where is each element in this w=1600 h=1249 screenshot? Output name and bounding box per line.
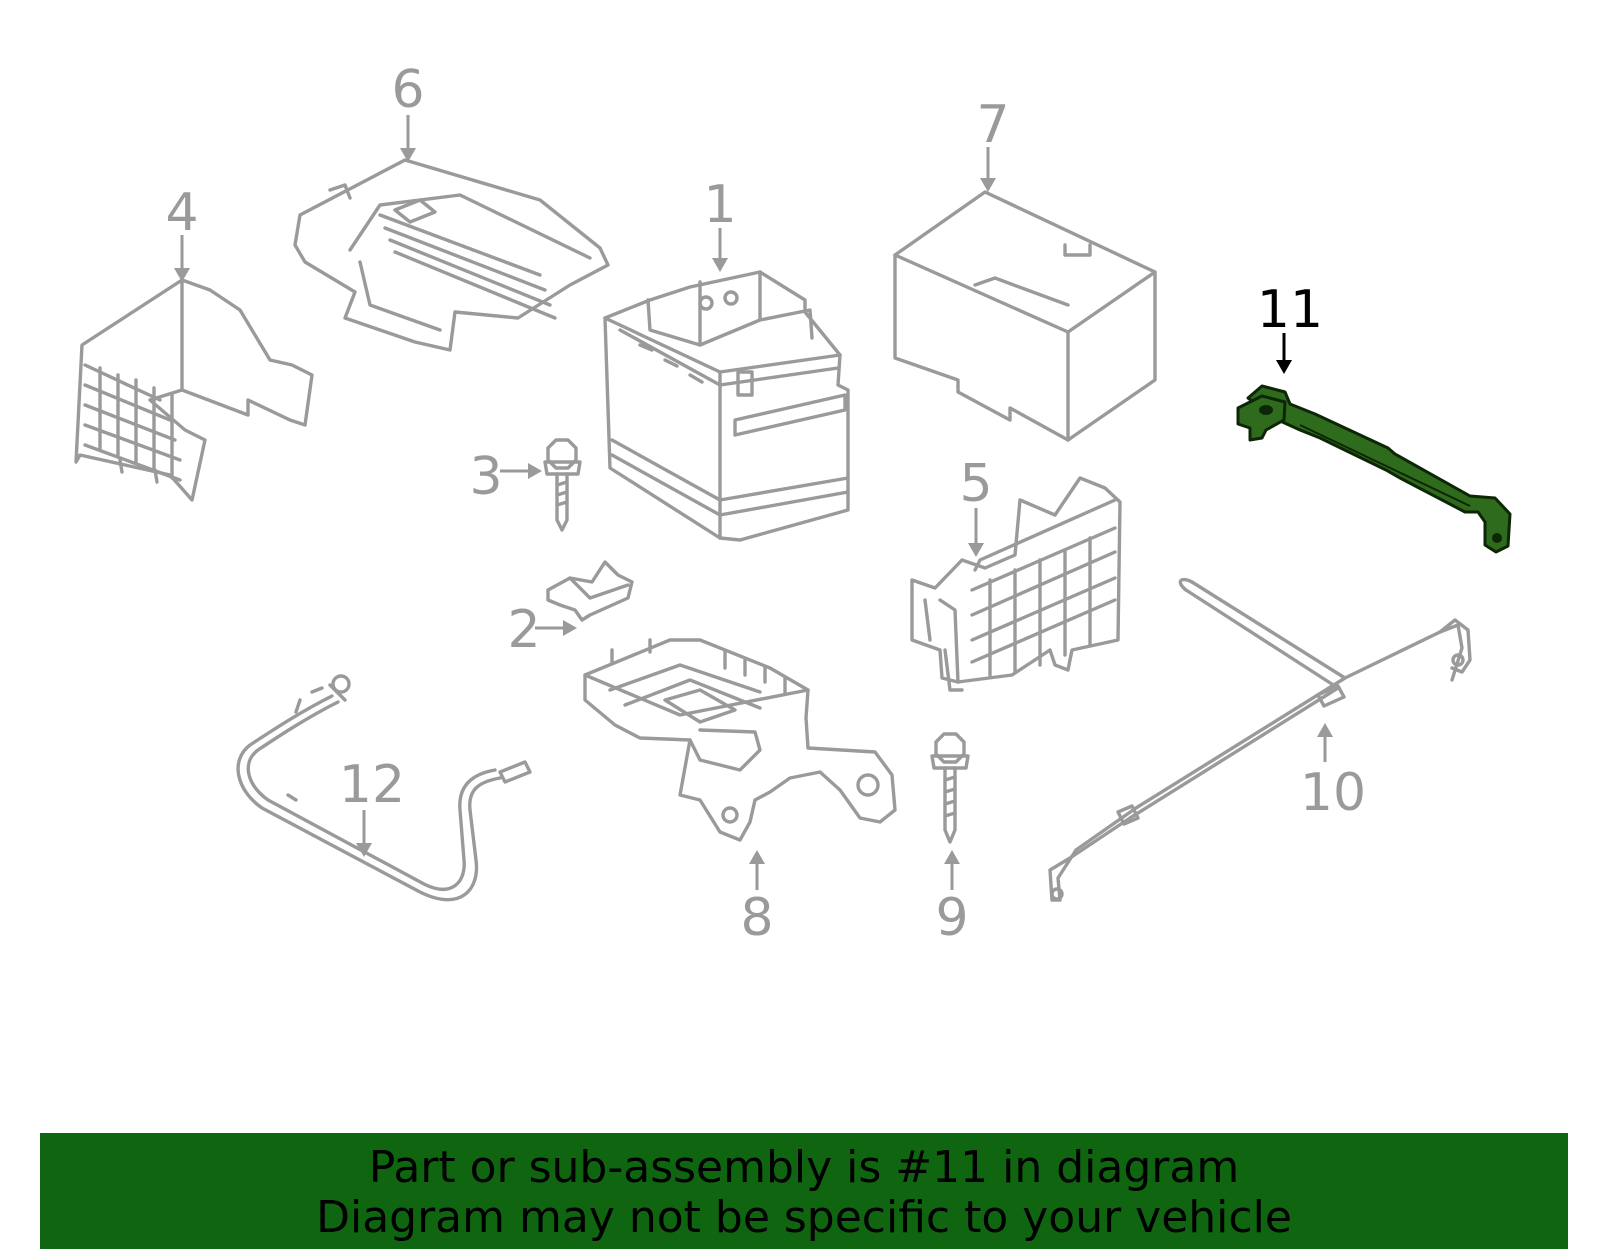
callout-10: 10 — [1300, 763, 1366, 823]
callout-1: 1 — [703, 175, 736, 235]
banner-line-disclaimer: Diagram may not be specific to your vehi… — [316, 1192, 1292, 1243]
part-9-bolt[interactable] — [930, 732, 970, 844]
info-banner: Part or sub-assembly is #11 in diagram D… — [40, 1133, 1568, 1249]
part-4-heat-shield[interactable] — [74, 278, 314, 502]
part-7-insulation-sleeve[interactable] — [893, 190, 1157, 442]
callout-12: 12 — [339, 755, 405, 815]
callout-9: 9 — [935, 888, 968, 948]
callout-4: 4 — [165, 183, 198, 243]
part-3-bolt[interactable] — [543, 438, 582, 532]
banner-line-part-number: Part or sub-assembly is #11 in diagram — [368, 1142, 1240, 1193]
parts-diagram: 1 2 3 4 5 6 7 8 9 10 11 12 — [74, 60, 1512, 948]
part-1-battery[interactable] — [603, 270, 850, 542]
callout-numbers: 1 2 3 4 5 6 7 8 9 10 11 12 — [165, 60, 1366, 948]
callout-7: 7 — [976, 95, 1009, 155]
part-8-battery-tray[interactable] — [583, 638, 897, 842]
callout-8: 8 — [740, 888, 773, 948]
callout-5: 5 — [959, 454, 992, 514]
part-2-hold-down-clamp[interactable] — [546, 560, 634, 622]
part-11-highlighted-cable[interactable] — [1236, 384, 1512, 554]
callout-2: 2 — [507, 600, 540, 660]
part-5-battery-carrier[interactable] — [910, 476, 1122, 692]
callout-6: 6 — [391, 60, 424, 120]
leader-lines — [174, 115, 1333, 890]
part-12-ground-cable[interactable] — [236, 674, 532, 902]
part-6-battery-cover[interactable] — [293, 158, 610, 352]
part-10-cable-harness[interactable] — [1048, 577, 1472, 902]
callout-11-highlighted: 11 — [1257, 280, 1323, 340]
callout-3: 3 — [469, 447, 502, 507]
